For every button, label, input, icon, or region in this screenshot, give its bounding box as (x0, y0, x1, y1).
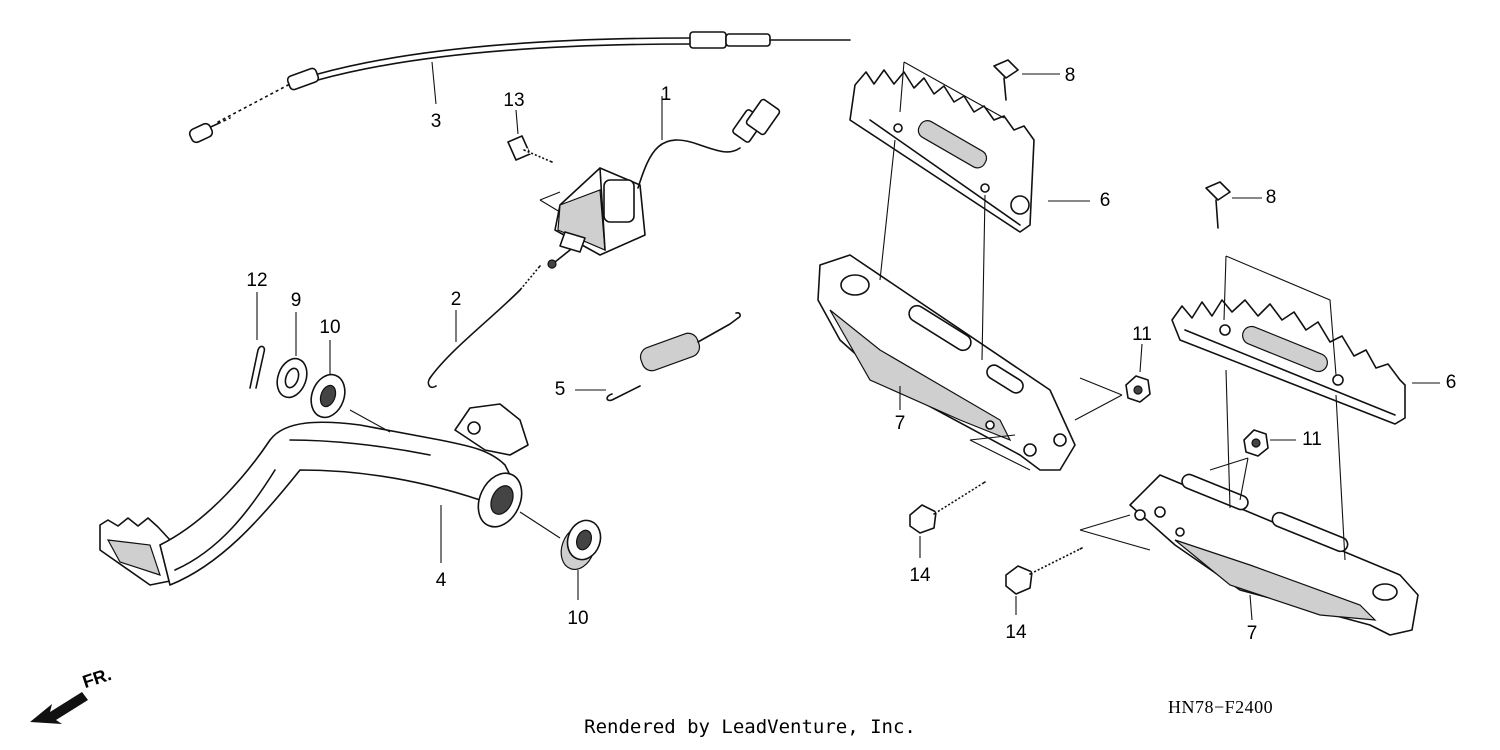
credit-text: Rendered by LeadVenture, Inc. (584, 716, 916, 738)
callout-4[interactable]: 4 (436, 570, 447, 591)
part-5-return-spring (575, 312, 741, 402)
part-8-bolt-right (1205, 181, 1337, 376)
part-7-bracket-right (1129, 369, 1419, 636)
part-3-brake-cable (188, 31, 851, 144)
callout-2[interactable]: 2 (451, 289, 462, 310)
diagram-code: HN78−F2400 (1168, 697, 1274, 717)
part-14-bolt-right (1005, 514, 1151, 615)
callout-10[interactable]: 10 (567, 608, 588, 629)
part-11-nut-left (1074, 343, 1151, 421)
callout-14[interactable]: 14 (909, 565, 931, 586)
callout-6[interactable]: 6 (1100, 190, 1111, 211)
part-10-seal-lower (560, 519, 602, 600)
callout-7[interactable]: 7 (1247, 623, 1258, 644)
callout-14[interactable]: 14 (1005, 622, 1027, 643)
part-9-washer (276, 312, 308, 399)
part-6-footpeg-left (849, 69, 1090, 233)
callout-11[interactable]: 11 (1302, 429, 1322, 450)
callout-8[interactable]: 8 (1266, 187, 1277, 208)
callout-10[interactable]: 10 (319, 317, 340, 338)
callout-9[interactable]: 9 (291, 290, 302, 311)
callout-5[interactable]: 5 (555, 379, 566, 400)
callout-8[interactable]: 8 (1065, 65, 1076, 86)
part-10-seal-upper (310, 340, 346, 419)
part-2-spring (427, 265, 541, 389)
callout-11[interactable]: 11 (1132, 324, 1152, 345)
callout-12[interactable]: 12 (246, 270, 267, 291)
callout-13[interactable]: 13 (503, 90, 524, 111)
part-14-bolt-left (909, 434, 1031, 558)
callout-3[interactable]: 3 (431, 111, 442, 132)
part-13-bolt (507, 109, 553, 163)
arrow-left-down-icon (30, 692, 88, 724)
callout-7[interactable]: 7 (895, 413, 906, 434)
part-8-bolt-left (899, 59, 1060, 119)
callout-6[interactable]: 6 (1446, 372, 1457, 393)
part-4-brake-pedal (99, 403, 561, 586)
part-11-nut-right (1209, 429, 1296, 501)
part-12-cotter-pin (249, 292, 266, 389)
part-6-footpeg-right (1171, 299, 1440, 425)
callout-1[interactable]: 1 (661, 84, 672, 105)
part-1-brake-switch (539, 96, 781, 269)
part-7-bracket-left (817, 139, 1076, 471)
